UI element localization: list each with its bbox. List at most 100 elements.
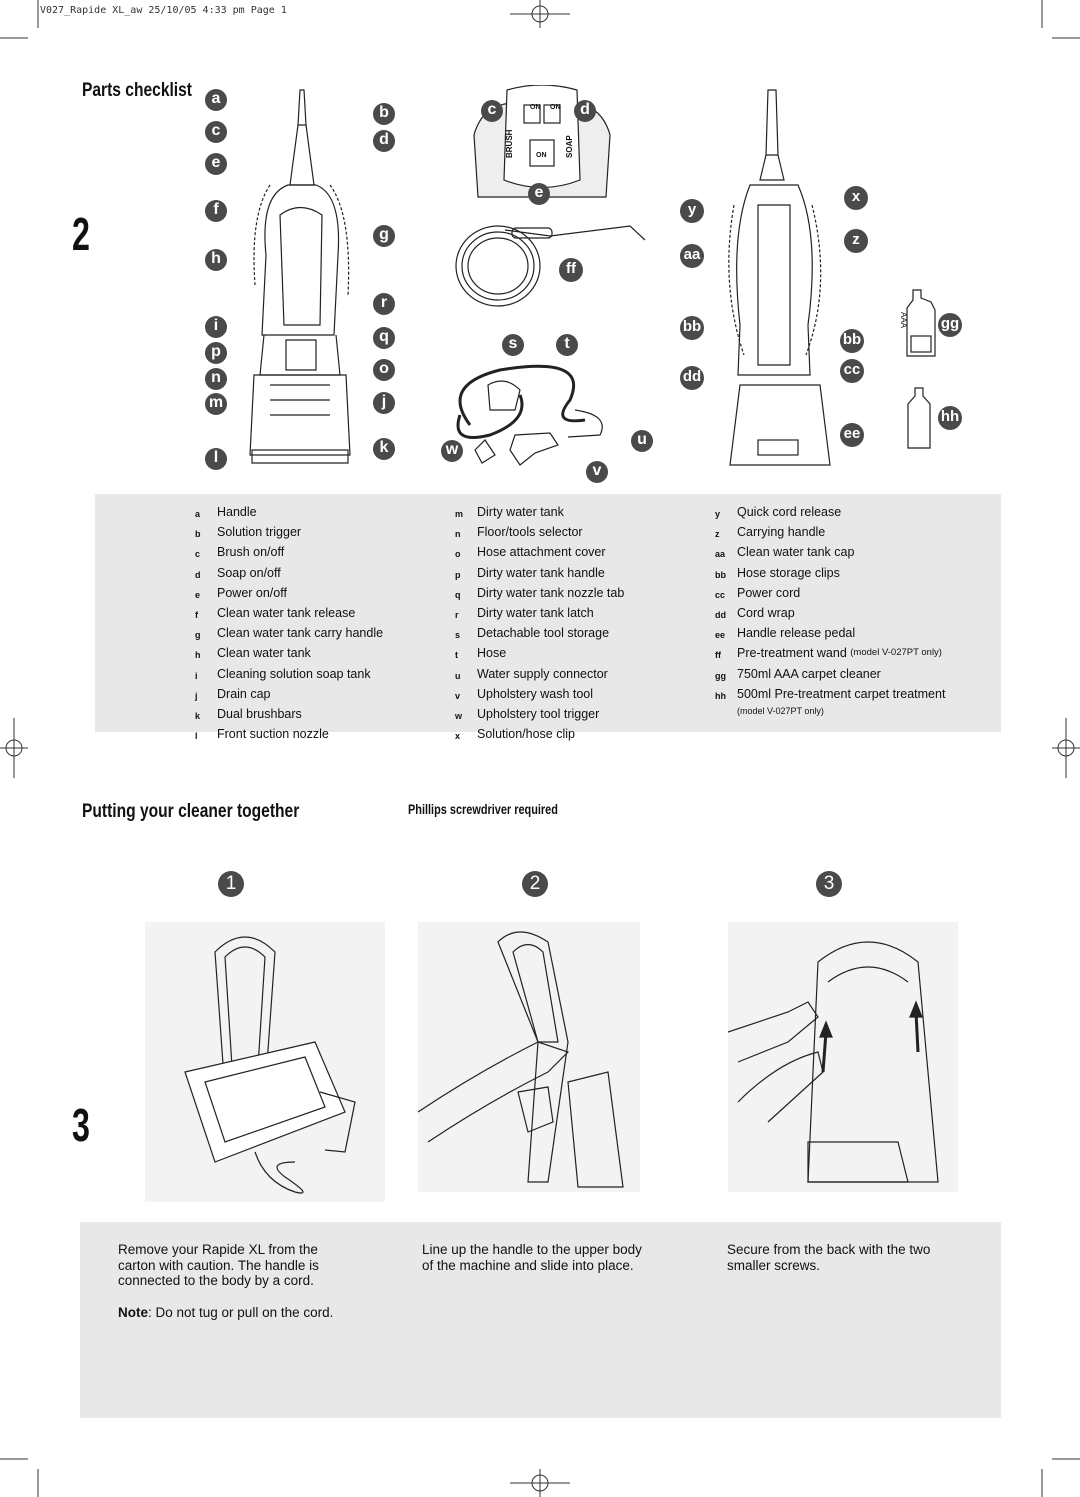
legend-row: q Dirty water tank nozzle tab <box>455 584 624 604</box>
legend-label: Dirty water tank nozzle tab <box>477 585 625 600</box>
legend-label: Power cord <box>737 585 801 600</box>
legend-label: Quick cord release <box>737 505 842 519</box>
legend-label: Hose <box>477 646 507 661</box>
label-s: s <box>502 334 524 356</box>
label-hh: hh <box>938 406 962 430</box>
legend-key: r <box>455 610 459 621</box>
legend-label: 500ml Pre-treatment carpet treatment <box>737 686 946 701</box>
label-w: w <box>441 440 463 462</box>
label-p: p <box>205 342 227 364</box>
legend-key: b <box>195 529 201 540</box>
legend-key: s <box>455 630 461 641</box>
label-bb-left: bb <box>680 316 704 340</box>
step-number-2: 2 <box>522 871 548 897</box>
cleaner-front-illustration <box>249 89 351 464</box>
legend-row: m Dirty water tank <box>455 503 624 523</box>
legend-key: m <box>455 509 464 519</box>
label-dd: dd <box>680 366 704 390</box>
legend-key: o <box>455 549 461 560</box>
legend-key: f <box>195 610 198 621</box>
legend-label: Water supply connector <box>477 666 608 681</box>
legend-key: a <box>195 509 201 519</box>
legend-row: y Quick cord release <box>715 503 945 523</box>
label-g: g <box>373 225 395 247</box>
legend-label: Floor/tools selector <box>477 525 583 540</box>
legend-key: dd <box>715 610 726 621</box>
step-2-instructions: Line up the handle to the upper body of … <box>422 1242 652 1289</box>
legend-label: Hose storage clips <box>737 565 840 580</box>
label-y: y <box>680 199 704 223</box>
step-1-illustration <box>145 922 385 1202</box>
label-q: q <box>373 327 395 349</box>
legend-label: Dirty water tank <box>477 505 564 519</box>
label-c: c <box>205 121 227 143</box>
step-3-illustration <box>727 922 958 1192</box>
label-bb-right: bb <box>840 329 864 353</box>
carpet-cleaner-bottle-illustration <box>906 289 936 357</box>
legend-key: j <box>195 690 198 701</box>
note-text: : Do not tug or pull on the cord. <box>148 1304 334 1320</box>
control-panel-illustration <box>473 85 611 198</box>
legend-row: x Solution/hose clip <box>455 725 624 745</box>
legend-label: Dirty water tank handle <box>477 565 605 580</box>
legend-label: Brush on/off <box>217 545 285 560</box>
legend-row: dd Cord wrap <box>715 604 945 624</box>
control-brush-label: BRUSH <box>505 129 514 158</box>
legend-key: v <box>455 690 461 701</box>
legend-key: z <box>715 529 720 540</box>
legend-key: h <box>195 650 201 661</box>
label-o: o <box>373 359 395 381</box>
pretreatment-wand-illustration <box>455 225 646 307</box>
legend-key: n <box>455 529 461 540</box>
legend-key: bb <box>715 569 726 580</box>
step-3-instructions: Secure from the back with the two smalle… <box>727 1242 957 1289</box>
legend-row: a Handle <box>195 503 383 523</box>
legend-key: q <box>455 589 461 600</box>
step-1-instructions: Remove your Rapide XL from the carton wi… <box>118 1242 348 1336</box>
label-i: i <box>205 316 227 338</box>
legend-key: cc <box>715 589 726 600</box>
legend-label: Soap on/off <box>217 565 281 580</box>
legend-label: Handle release pedal <box>737 626 856 641</box>
legend-key: ff <box>715 650 721 661</box>
note-label: Note <box>118 1304 148 1320</box>
legend-key: y <box>715 509 721 519</box>
label-k: k <box>373 438 395 460</box>
label-r: r <box>373 293 395 315</box>
control-soap-label: SOAP <box>565 135 574 158</box>
legend-key: x <box>455 731 461 742</box>
legend-label: Handle <box>217 505 257 519</box>
legend-row: n Floor/tools selector <box>455 523 624 543</box>
section-title-putting-together: Putting your cleaner together <box>82 801 300 822</box>
step-number-3: 3 <box>816 871 842 897</box>
legend-label: Front suction nozzle <box>217 727 329 742</box>
label-cc: cc <box>840 359 864 383</box>
legend-key: d <box>195 569 201 580</box>
print-slug: V027_Rapide XL_aw 25/10/05 4:33 pm Page … <box>40 5 287 16</box>
label-f: f <box>205 200 227 222</box>
legend-label: 750ml AAA carpet cleaner <box>737 666 881 681</box>
pretreatment-bottle-illustration <box>907 387 931 449</box>
legend-label: Dirty water tank latch <box>477 606 594 621</box>
control-on-label: ON <box>530 104 541 111</box>
legend-label: Solution/hose clip <box>477 727 575 742</box>
label-u: u <box>631 430 653 452</box>
legend-key: e <box>195 589 201 600</box>
label-c-controls: c <box>481 100 503 122</box>
legend-label: Clean water tank release <box>217 606 356 621</box>
legend-label: Cord wrap <box>737 606 795 621</box>
legend-row: cc Power cord <box>715 584 945 604</box>
